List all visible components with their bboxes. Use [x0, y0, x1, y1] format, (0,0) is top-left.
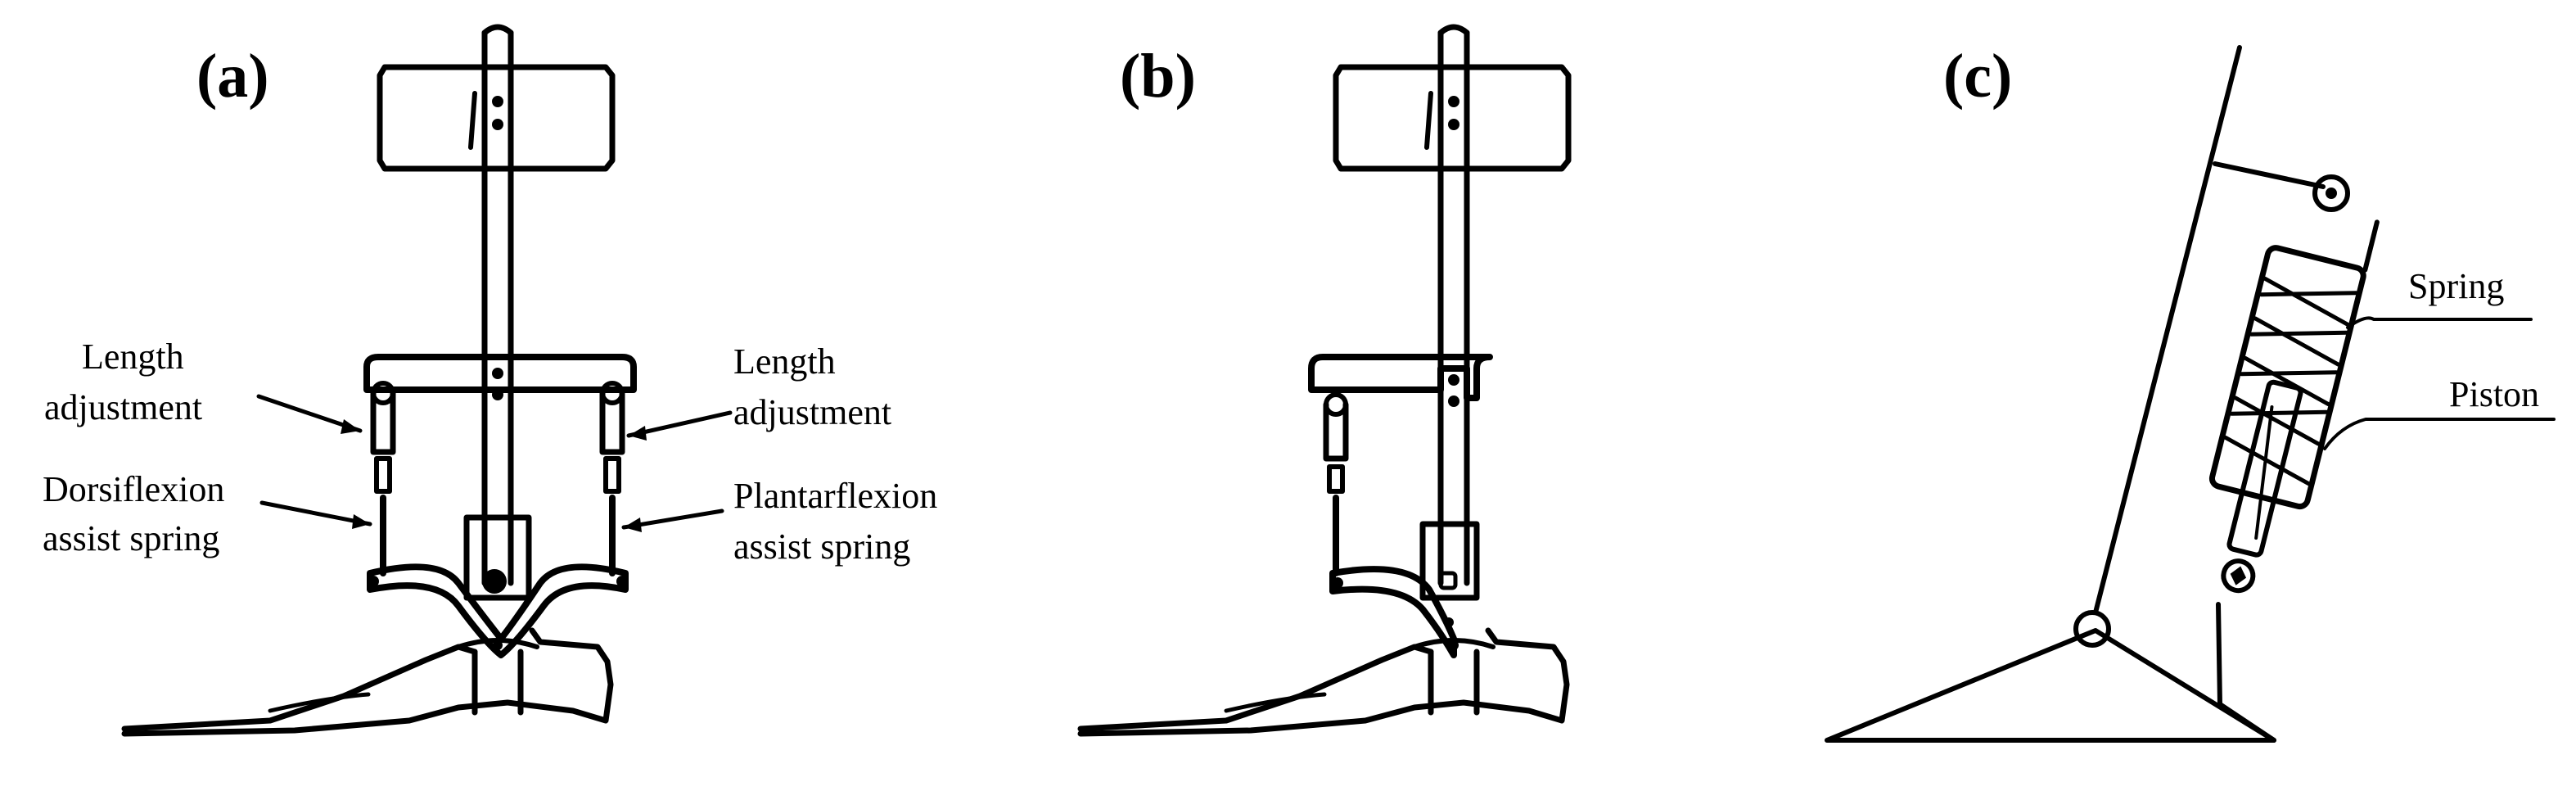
- arm-b: [1308, 354, 1493, 401]
- panel-a: [124, 27, 637, 734]
- heel-support: [2216, 602, 2276, 743]
- ankle-joint-b: [1419, 521, 1480, 601]
- spring-piston-unit: [2208, 219, 2380, 594]
- panel-label-c: (c): [1943, 42, 2012, 111]
- callout-arrows-a: [256, 394, 733, 532]
- panel-label-a: (a): [196, 42, 269, 111]
- rod-b: [1323, 392, 1349, 576]
- crossbar-a: [363, 354, 637, 393]
- upper-link: [2213, 161, 2326, 189]
- foot-triangle: [1825, 628, 2276, 743]
- panel-b: [1080, 27, 1568, 734]
- callout-length-adjustment-left-l1: Length: [82, 337, 184, 377]
- ankle-pivot: [2073, 610, 2111, 648]
- orthosis-b-base: [1080, 27, 1568, 734]
- callout-length-adjustment-right-l2: adjustment: [733, 392, 891, 432]
- spring-leader: [2346, 316, 2533, 329]
- piston-leader: [2323, 418, 2556, 450]
- panel-label-b: (b): [1120, 42, 1196, 111]
- right-rod-a: [599, 381, 625, 576]
- panel-c: [1825, 45, 2556, 743]
- callout-piston: Piston: [2449, 374, 2539, 414]
- left-rod-a: [370, 381, 396, 576]
- callout-dorsiflexion-l2: assist spring: [43, 518, 219, 558]
- callout-dorsiflexion-l1: Dorsiflexion: [43, 469, 224, 509]
- callout-plantarflexion-l2: assist spring: [733, 527, 910, 567]
- callout-length-adjustment-left-l2: adjustment: [44, 387, 202, 427]
- callout-spring: Spring: [2408, 266, 2504, 306]
- callout-length-adjustment-right-l1: Length: [733, 341, 836, 382]
- lower-bracket-b: [1329, 566, 1457, 658]
- callout-plantarflexion-l1: Plantarflexion: [733, 476, 937, 516]
- shank-line: [2093, 45, 2242, 615]
